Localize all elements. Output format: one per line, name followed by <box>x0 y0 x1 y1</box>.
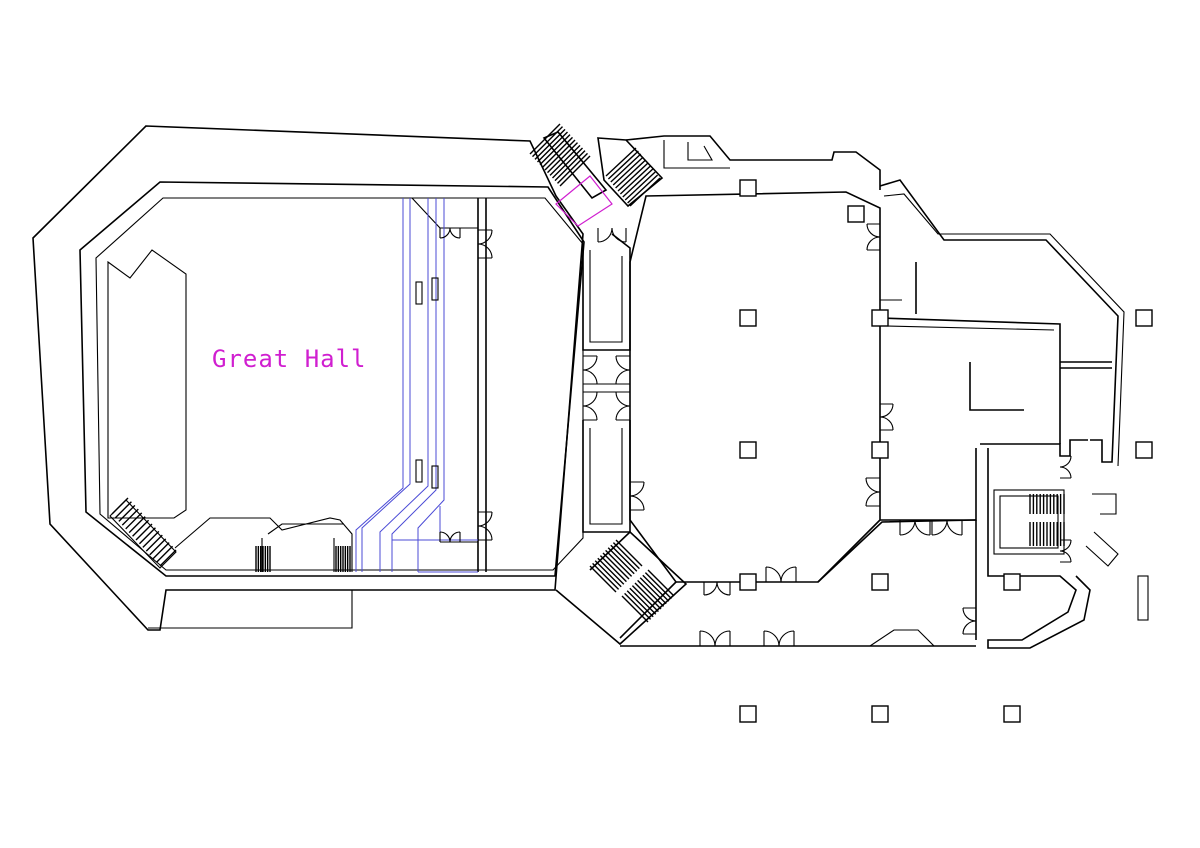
great-hall-stairs <box>109 497 177 569</box>
column <box>1135 309 1153 327</box>
door <box>699 630 731 647</box>
door <box>629 481 645 511</box>
column <box>1003 573 1021 591</box>
door <box>597 227 627 243</box>
column <box>739 309 757 327</box>
room-label-great-hall: Great Hall <box>212 345 367 373</box>
door <box>1059 455 1072 479</box>
column <box>871 309 889 327</box>
alcove-stairs <box>255 546 351 572</box>
door <box>1059 539 1072 563</box>
north-stairs <box>529 123 664 227</box>
door <box>615 355 631 385</box>
column <box>739 705 757 723</box>
door <box>899 519 931 536</box>
door <box>765 566 797 583</box>
column <box>871 705 889 723</box>
column <box>739 573 757 591</box>
door <box>582 355 598 385</box>
door <box>865 477 881 507</box>
column <box>871 441 889 459</box>
column <box>1135 441 1153 459</box>
door <box>962 607 977 635</box>
door <box>439 531 461 543</box>
connector-corridor <box>582 233 631 533</box>
column <box>739 441 757 459</box>
column <box>739 179 757 197</box>
stage-lines <box>355 198 478 573</box>
door <box>763 630 795 647</box>
column <box>1003 705 1021 723</box>
door <box>879 403 894 431</box>
east-building-walls <box>555 135 1125 649</box>
column <box>871 573 889 591</box>
door <box>439 227 461 239</box>
doors <box>439 223 1072 647</box>
door <box>615 391 631 421</box>
door <box>703 581 731 596</box>
east-pillar <box>1137 575 1149 621</box>
door <box>866 223 881 251</box>
column <box>847 205 865 223</box>
columns <box>739 179 1153 723</box>
door <box>477 229 493 259</box>
door <box>582 391 598 421</box>
stage-fixtures <box>415 277 439 489</box>
door <box>931 519 963 536</box>
door <box>477 511 493 541</box>
great-hall-walls <box>32 125 585 631</box>
